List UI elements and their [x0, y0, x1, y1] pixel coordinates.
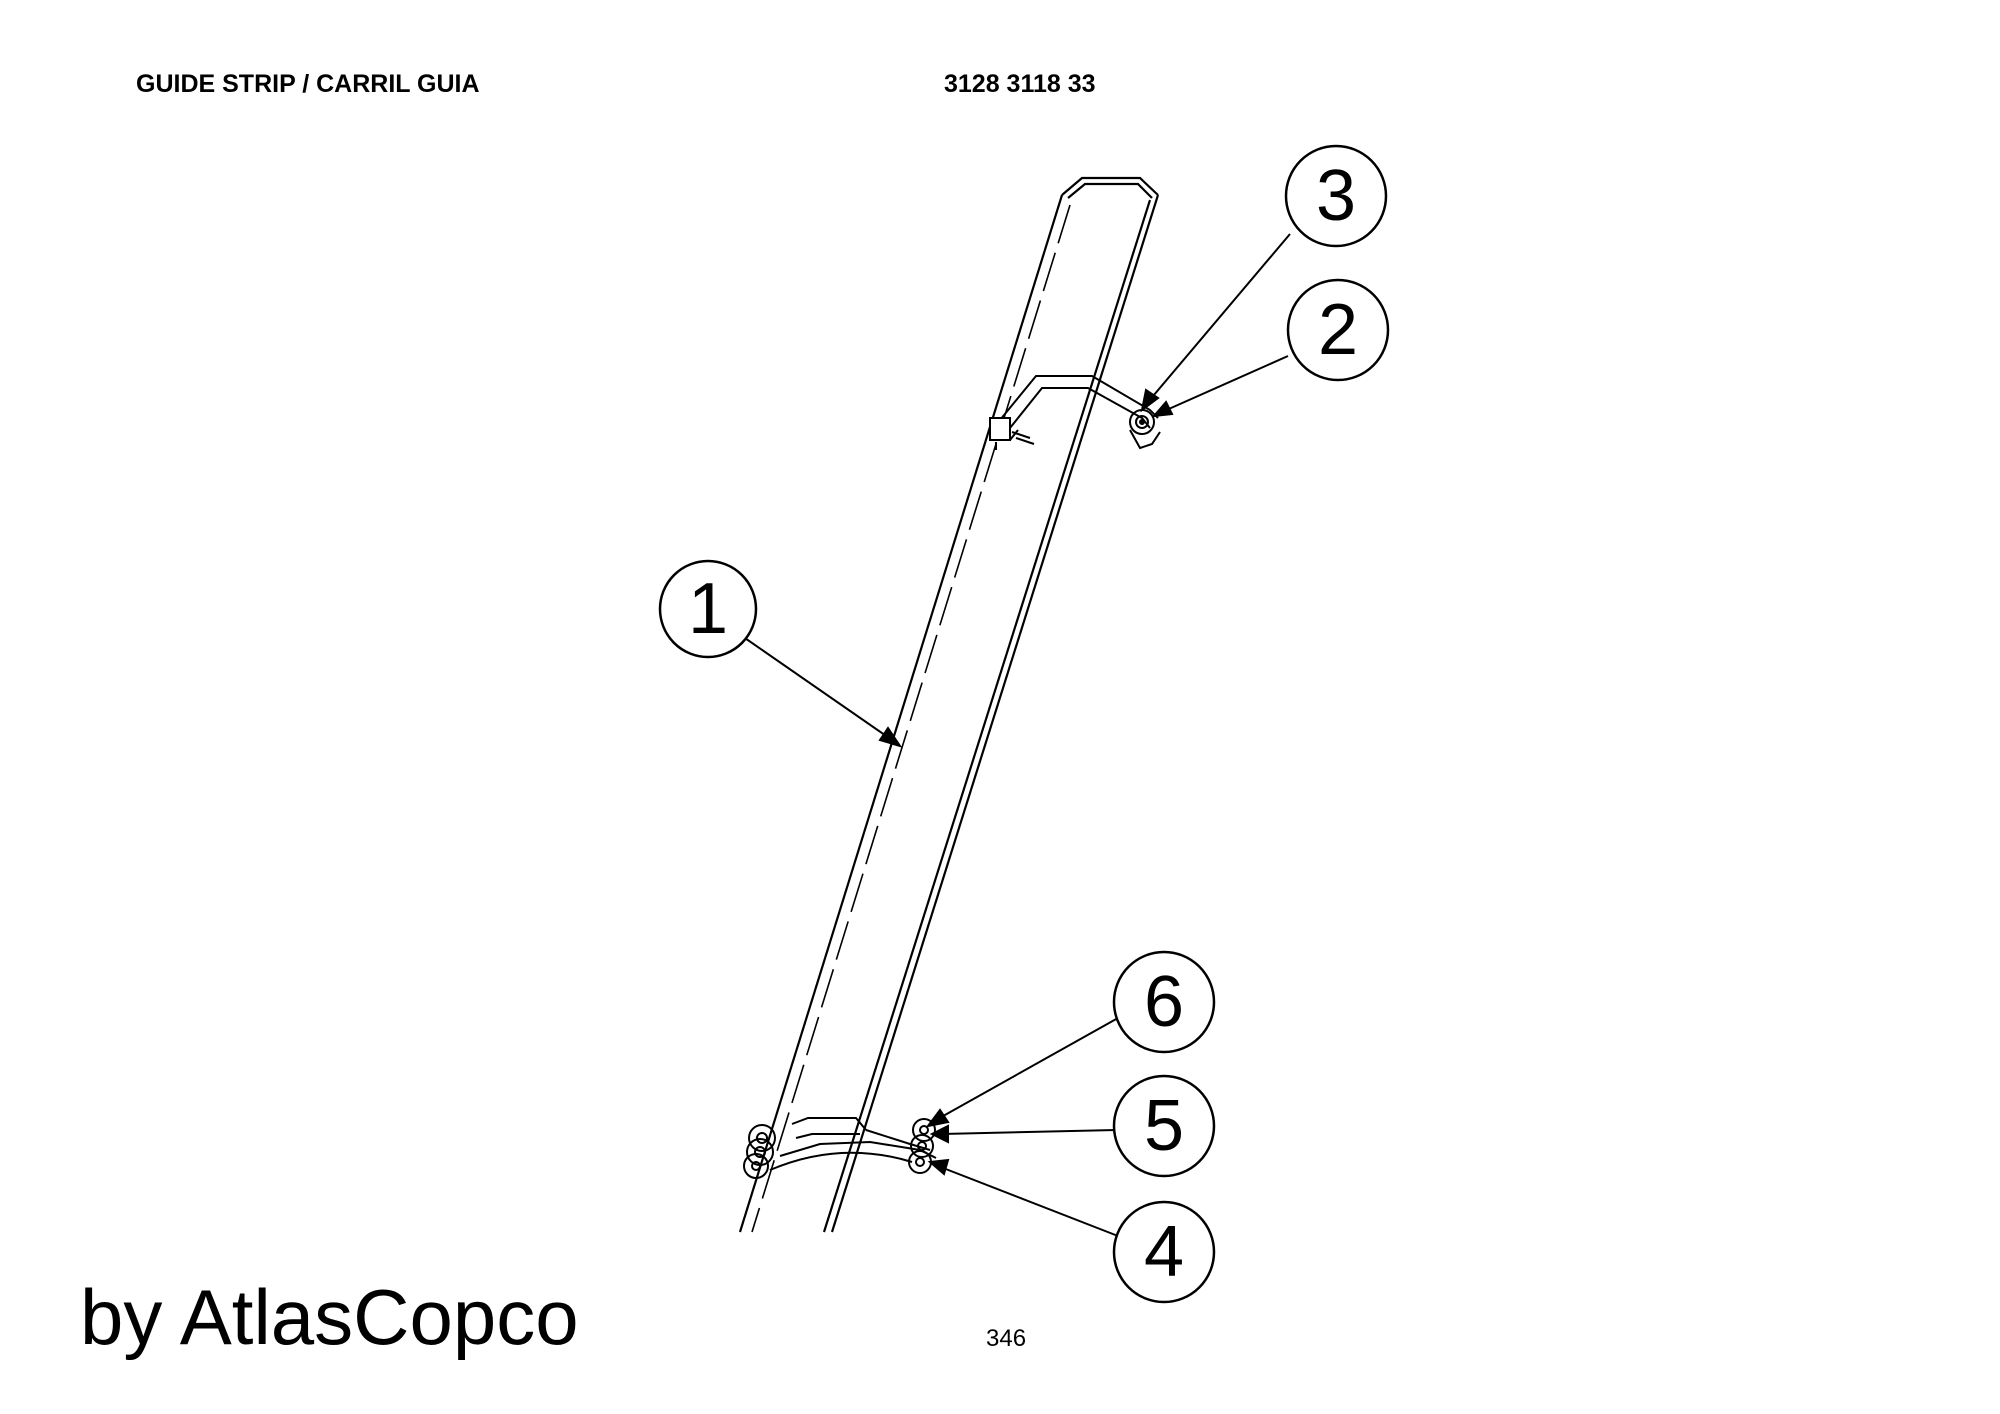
guide-strip-part — [738, 176, 1160, 1233]
lower-bracket — [769, 1117, 937, 1171]
callout-2-label: 2 — [1318, 290, 1358, 370]
callout-3: 3 — [1284, 144, 1388, 248]
page-title: GUIDE STRIP / CARRIL GUIA — [136, 70, 480, 98]
upper-fasteners — [1129, 409, 1155, 435]
callout-2: 2 — [1286, 278, 1390, 382]
callout-3-label: 3 — [1316, 156, 1356, 236]
lower-left-fasteners — [743, 1124, 776, 1179]
lower-right-fasteners — [908, 1118, 936, 1174]
page-number: 346 — [986, 1325, 1027, 1352]
callout-1-label: 1 — [688, 569, 728, 649]
callout-1: 1 — [658, 559, 758, 659]
callout-6: 6 — [1112, 950, 1216, 1054]
callout-6-label: 6 — [1144, 962, 1184, 1042]
part-number: 3128 3118 33 — [944, 70, 1096, 98]
callout-4-label: 4 — [1144, 1212, 1184, 1292]
brand-watermark: by AtlasCopco — [80, 1273, 579, 1361]
callout-5-label: 5 — [1144, 1086, 1184, 1166]
callout-4: 4 — [1112, 1200, 1216, 1304]
callout-5: 5 — [1112, 1074, 1216, 1178]
leader-lines — [741, 233, 1291, 1237]
